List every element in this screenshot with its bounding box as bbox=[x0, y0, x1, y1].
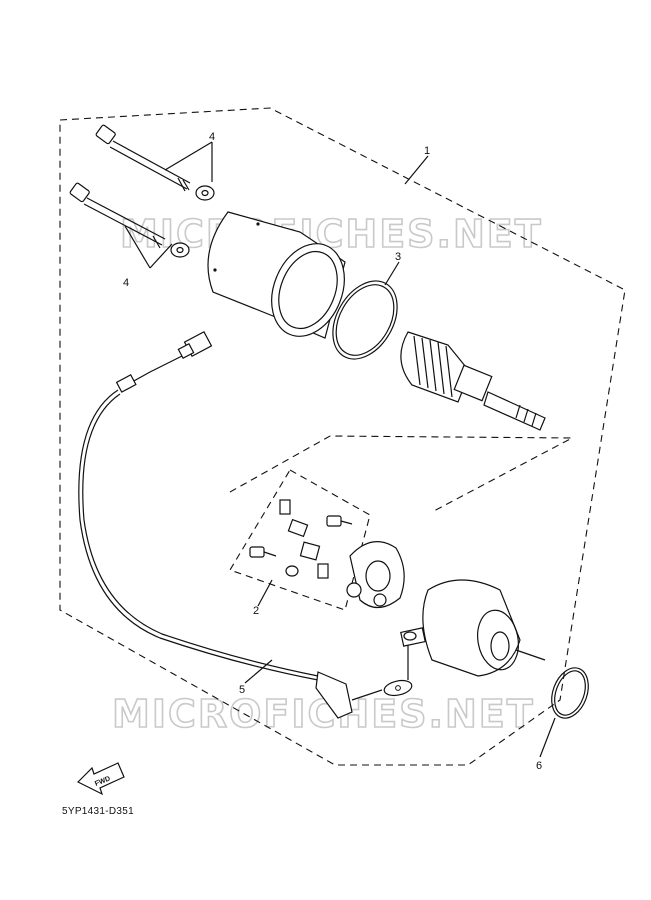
leader-lines bbox=[124, 141, 556, 758]
callout-2: 2 bbox=[253, 605, 259, 617]
brush-plate bbox=[346, 541, 405, 609]
callout-4-lower: 4 bbox=[123, 277, 129, 289]
assembly-outline bbox=[59, 107, 626, 766]
o-ring-rear bbox=[551, 667, 589, 719]
brush-holder-group-outline bbox=[229, 469, 371, 611]
armature-area-outline bbox=[229, 435, 573, 513]
brush-holder-parts bbox=[249, 499, 353, 579]
callout-5: 5 bbox=[239, 684, 245, 696]
bolt-lower bbox=[69, 182, 166, 249]
forward-arrow-icon: FWD bbox=[76, 762, 125, 796]
starter-cable bbox=[78, 330, 413, 719]
washer-lower bbox=[170, 242, 190, 258]
watermark-top: MICROFICHES.NET bbox=[120, 212, 543, 256]
diagram-code: 5YP1431-D351 bbox=[62, 806, 134, 817]
bolt-upper bbox=[95, 124, 191, 192]
washer-upper bbox=[195, 185, 215, 201]
rear-cover bbox=[400, 579, 546, 677]
starter-yoke bbox=[207, 211, 346, 339]
callout-1: 1 bbox=[424, 145, 430, 157]
callout-3: 3 bbox=[395, 251, 401, 263]
watermark-bottom: MICROFICHES.NET bbox=[112, 692, 535, 736]
armature bbox=[400, 331, 546, 431]
callout-4-upper: 4 bbox=[209, 131, 215, 143]
callout-6: 6 bbox=[536, 760, 542, 772]
